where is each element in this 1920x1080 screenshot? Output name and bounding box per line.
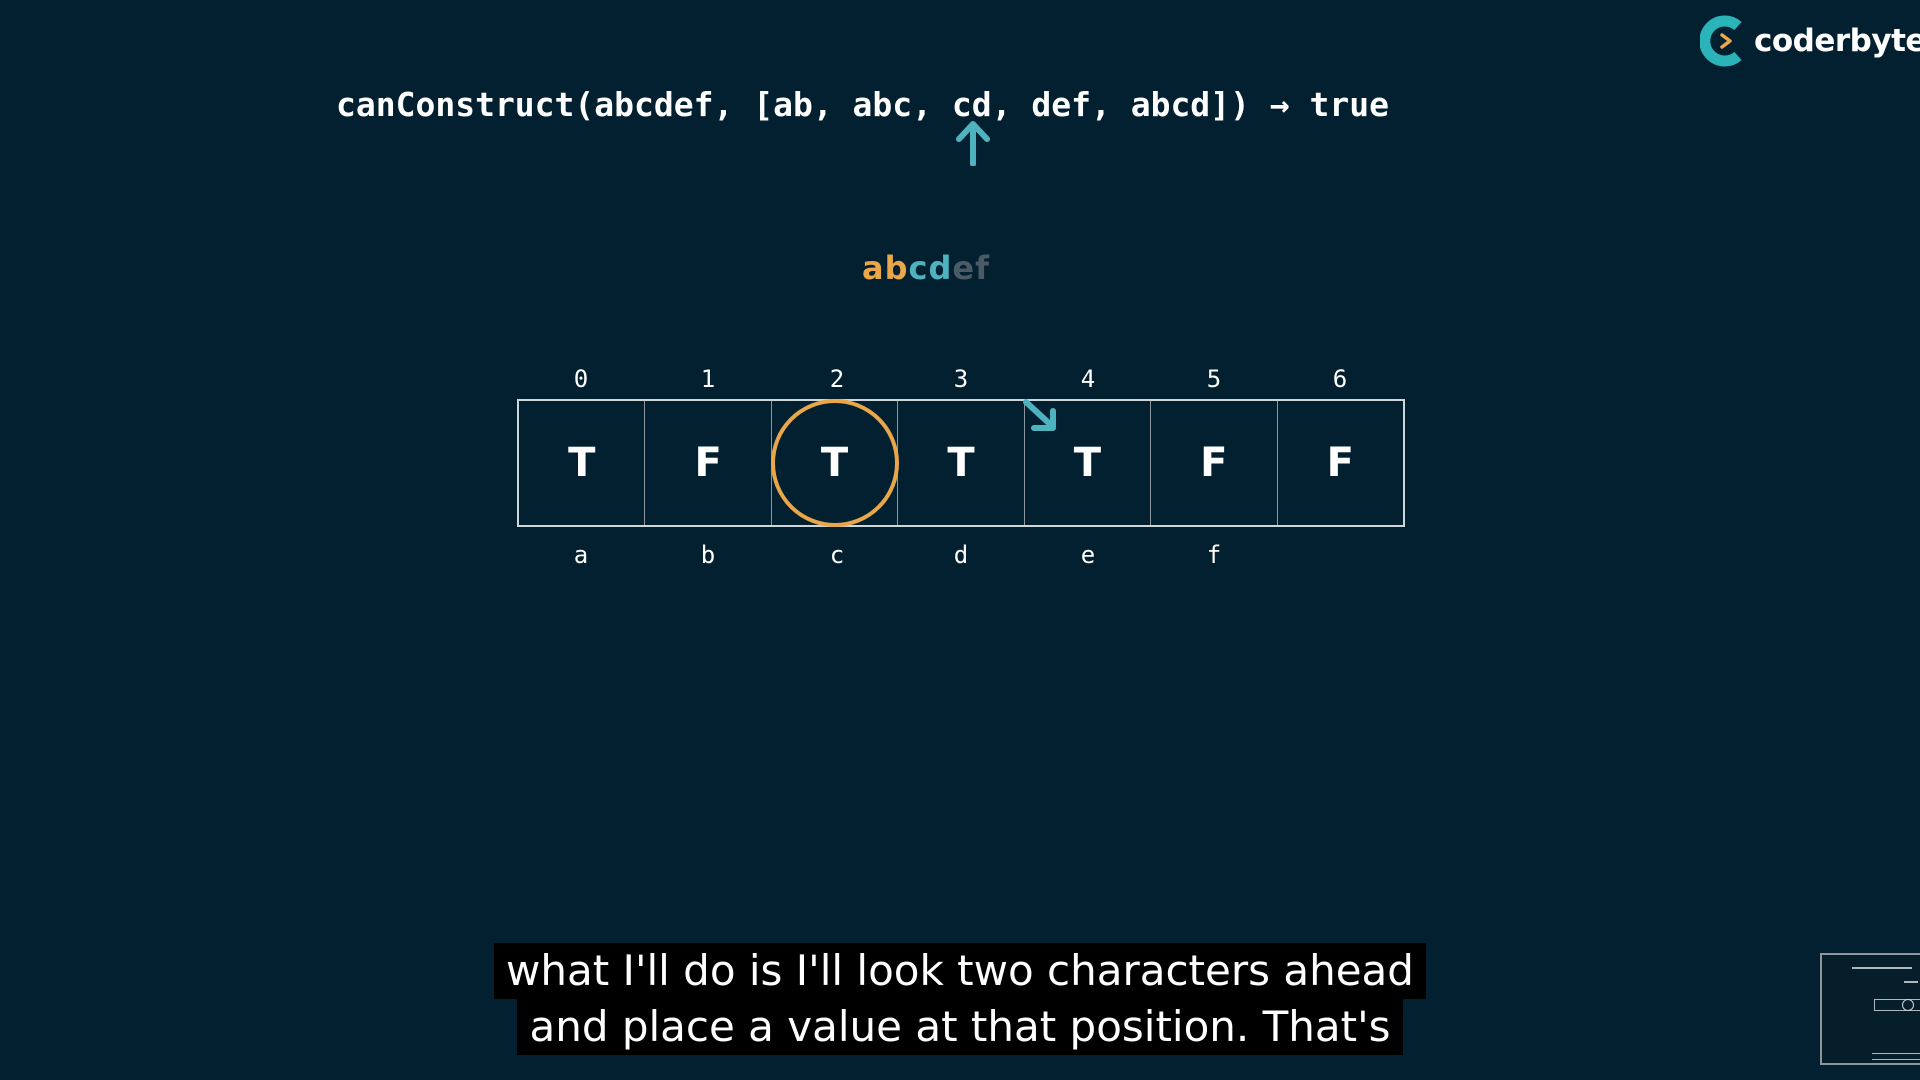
up-arrow-icon [956, 121, 990, 166]
table-cell: F [1326, 440, 1354, 486]
table-cell: T [1025, 401, 1152, 525]
dp-table: T F T T T F F [517, 399, 1405, 527]
letter-label: e [1080, 541, 1096, 569]
thumbnail-detail [1902, 999, 1914, 1011]
target-word: abcdef [862, 244, 990, 292]
target-word-current: cd [908, 249, 953, 287]
letter-label: d [953, 541, 969, 569]
index-label: 2 [829, 365, 845, 393]
thumbnail-detail [1852, 967, 1912, 969]
coderbyte-logo: coderbyte [1700, 14, 1920, 68]
subtitle-line: what I'll do is I'll look two characters… [494, 943, 1426, 999]
video-thumbnail-preview[interactable] [1820, 953, 1920, 1065]
table-cell: F [645, 401, 772, 525]
table-cell: T [898, 401, 1025, 525]
thumbnail-detail [1874, 999, 1920, 1011]
letter-label: f [1206, 541, 1222, 569]
table-cell: F [1151, 401, 1278, 525]
index-label: 1 [700, 365, 716, 393]
index-label: 6 [1332, 365, 1348, 393]
subtitle-line: and place a value at that position. That… [517, 999, 1403, 1055]
coderbyte-wordmark: coderbyte [1754, 23, 1920, 59]
table-letter-row: a b c d e f [517, 538, 1405, 572]
subtitles: what I'll do is I'll look two characters… [0, 943, 1920, 1055]
coderbyte-logo-icon [1700, 14, 1750, 68]
table-index-row: 0 1 2 3 4 5 6 [517, 362, 1405, 396]
diagonal-arrow-icon [1023, 399, 1056, 431]
thumbnail-detail [1872, 1053, 1920, 1054]
letter-label: b [700, 541, 716, 569]
index-label: 3 [953, 365, 969, 393]
can-construct-expression: canConstruct(abcdef, [ab, abc, cd, def, … [336, 85, 1389, 124]
letter-label: c [829, 541, 845, 569]
table-cell: T [519, 401, 646, 525]
thumbnail-detail [1904, 981, 1918, 983]
current-index-highlight [771, 399, 899, 527]
index-label: 0 [573, 365, 589, 393]
target-word-remaining: ef [952, 249, 990, 287]
index-label: 5 [1206, 365, 1222, 393]
target-word-matched: ab [862, 249, 909, 287]
thumbnail-detail [1872, 1059, 1920, 1060]
index-label: 4 [1080, 365, 1096, 393]
letter-label: a [573, 541, 589, 569]
